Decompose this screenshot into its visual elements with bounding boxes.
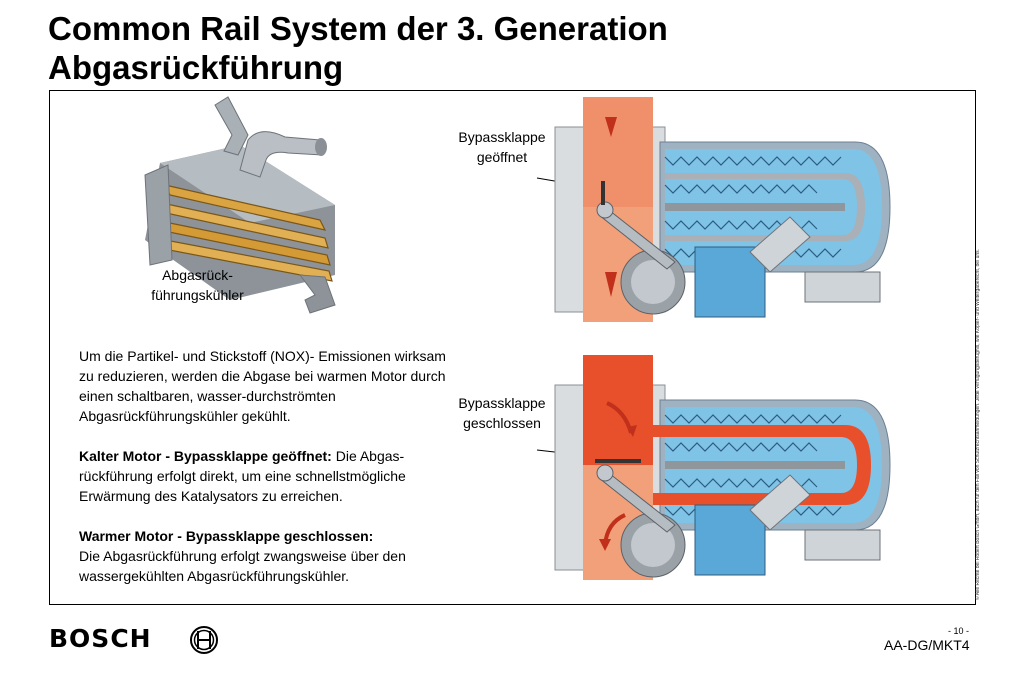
bosch-wordmark: BOSCH bbox=[49, 624, 152, 653]
content-frame bbox=[49, 90, 976, 605]
egr-cooler-label-text: Abgasrück- führungskühler bbox=[151, 267, 244, 303]
cold-engine-text: Die Abgas-rückführung erfolgt direkt, um… bbox=[79, 448, 406, 504]
callout-bypass-open: Bypassklappe geöffnet bbox=[448, 127, 556, 167]
warm-engine-text: Die Abgasrückführung erfolgt zwangsweise… bbox=[79, 548, 406, 584]
copyright-notice: © Alle Rechte bei Robert Bosch GmbH, auc… bbox=[975, 248, 981, 600]
cold-engine-paragraph: Kalter Motor - Bypassklappe geöffnet: Di… bbox=[79, 446, 459, 506]
bosch-armature-logo-icon bbox=[190, 626, 218, 654]
bypass-open-diagram bbox=[554, 97, 891, 322]
bypass-closed-diagram bbox=[554, 355, 891, 580]
cold-engine-heading: Kalter Motor - Bypassklappe geöffnet: bbox=[79, 448, 332, 464]
description-text: Um die Partikel- und Stickstoff (NOX)- E… bbox=[79, 346, 459, 606]
title-line-2: Abgasrückführung bbox=[48, 49, 344, 86]
egr-cooler-illustration bbox=[144, 96, 336, 314]
egr-cooler-label: Abgasrück- führungskühler bbox=[140, 265, 255, 305]
title-line-1: Common Rail System der 3. Generation bbox=[48, 10, 668, 47]
callout-bypass-closed: Bypassklappe geschlossen bbox=[448, 393, 556, 433]
warm-engine-heading: Warmer Motor - Bypassklappe geschlossen: bbox=[79, 528, 374, 544]
department-code: AA-DG/MKT4 bbox=[884, 637, 970, 653]
page-number: - 10 - bbox=[948, 626, 970, 636]
intro-paragraph: Um die Partikel- und Stickstoff (NOX)- E… bbox=[79, 348, 446, 424]
callout-bypass-closed-text: Bypassklappe geschlossen bbox=[458, 395, 546, 431]
callout-bypass-open-text: Bypassklappe geöffnet bbox=[458, 129, 546, 165]
warm-engine-paragraph: Warmer Motor - Bypassklappe geschlossen:… bbox=[79, 526, 459, 586]
